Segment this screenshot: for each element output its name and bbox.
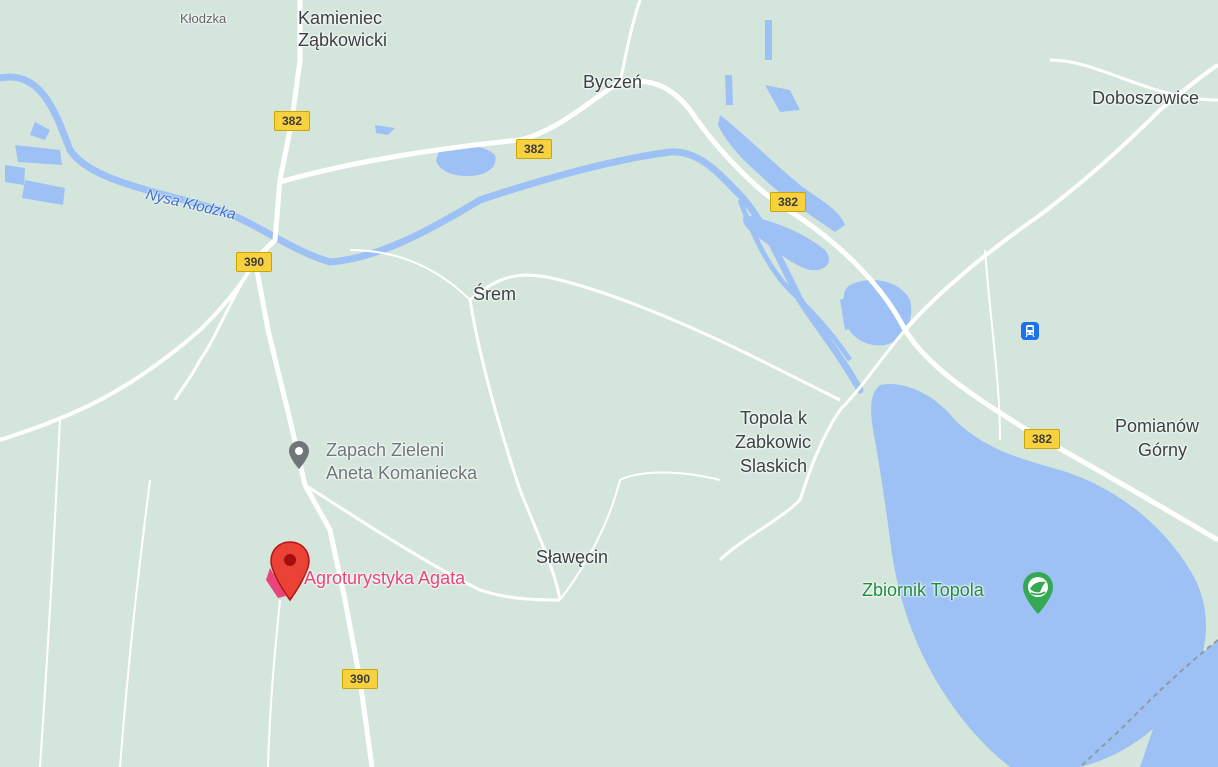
pond-near-road-382 (436, 144, 496, 177)
river-nysa-klodzka (0, 73, 864, 394)
road-east-north (903, 63, 1218, 332)
place-label-byczen[interactable]: Byczeń (583, 72, 643, 92)
train-station-icon[interactable] (1021, 322, 1039, 340)
pond-small-1 (375, 125, 395, 135)
train-glyph (1025, 325, 1035, 338)
pond-pit-4 (725, 75, 733, 105)
road-382-north (253, 0, 303, 262)
poi-label-zapach-line1[interactable]: Zapach Zieleni (326, 440, 445, 460)
map-marker-icon[interactable] (264, 540, 314, 604)
poi-label-zapach-line2[interactable]: Aneta Komaniecka (326, 463, 478, 483)
road-local-6 (984, 249, 1001, 441)
railway-line (1079, 639, 1218, 767)
road-srem-south (468, 299, 562, 601)
road-shield-382[interactable]: 382 (516, 139, 552, 159)
place-label-klodzka[interactable]: Kłodzka (180, 11, 227, 26)
pond-left-1 (30, 122, 50, 140)
road-srem (469, 273, 841, 402)
pond-pit-5 (765, 20, 772, 60)
place-label-kamieniec-line2[interactable]: Ząbkowicki (298, 30, 388, 50)
pond-left-4 (5, 165, 25, 185)
poi-label-agata[interactable]: Agroturystyka Agata (304, 568, 466, 588)
poi-pin-icon[interactable] (288, 440, 310, 470)
road-shield-382[interactable]: 382 (274, 111, 310, 131)
place-label-topola-line3[interactable]: Slaskich (740, 456, 808, 476)
place-label-topola-line1[interactable]: Topola k (740, 408, 808, 428)
park-icon[interactable] (1020, 570, 1056, 618)
road-topola (718, 329, 907, 562)
road-local-4 (39, 419, 61, 767)
road-west (0, 259, 257, 442)
road-local-3 (119, 479, 151, 767)
road-local-2 (349, 249, 471, 301)
road-shield-382[interactable]: 382 (770, 192, 806, 212)
road-local-1 (559, 471, 721, 601)
place-label-srem[interactable]: Śrem (473, 284, 517, 304)
road-390 (252, 259, 375, 767)
road-shield-390[interactable]: 390 (342, 669, 378, 689)
lake-right-edge (1140, 640, 1218, 767)
road-to-slawecin (304, 483, 561, 602)
place-label-doboszowice[interactable]: Doboszowice (1092, 88, 1200, 108)
place-label-pomianow-line2[interactable]: Górny (1138, 440, 1188, 460)
road-byczen-north (618, 0, 642, 83)
place-label-slawecin[interactable]: Sławęcin (536, 547, 609, 567)
place-label-pomianow-line1[interactable]: Pomianów (1115, 416, 1200, 436)
river-branch (737, 199, 853, 362)
poi-label-zbiornik-topola[interactable]: Zbiornik Topola (862, 580, 984, 600)
road-shield-382[interactable]: 382 (1024, 429, 1060, 449)
road-local-5 (267, 599, 281, 767)
pond-left-3 (22, 180, 65, 205)
road-shield-390[interactable]: 390 (236, 252, 272, 272)
place-label-kamieniec-line1[interactable]: Kamieniec (298, 8, 383, 28)
road-east-hill (1049, 58, 1218, 102)
pond-topola-2 (840, 292, 865, 330)
place-label-topola-line2[interactable]: Zabkowic (735, 432, 812, 452)
pond-pit-1 (718, 115, 845, 232)
pond-left-2 (15, 145, 62, 165)
pond-pit-3 (765, 85, 800, 112)
road-west-2 (173, 259, 257, 401)
